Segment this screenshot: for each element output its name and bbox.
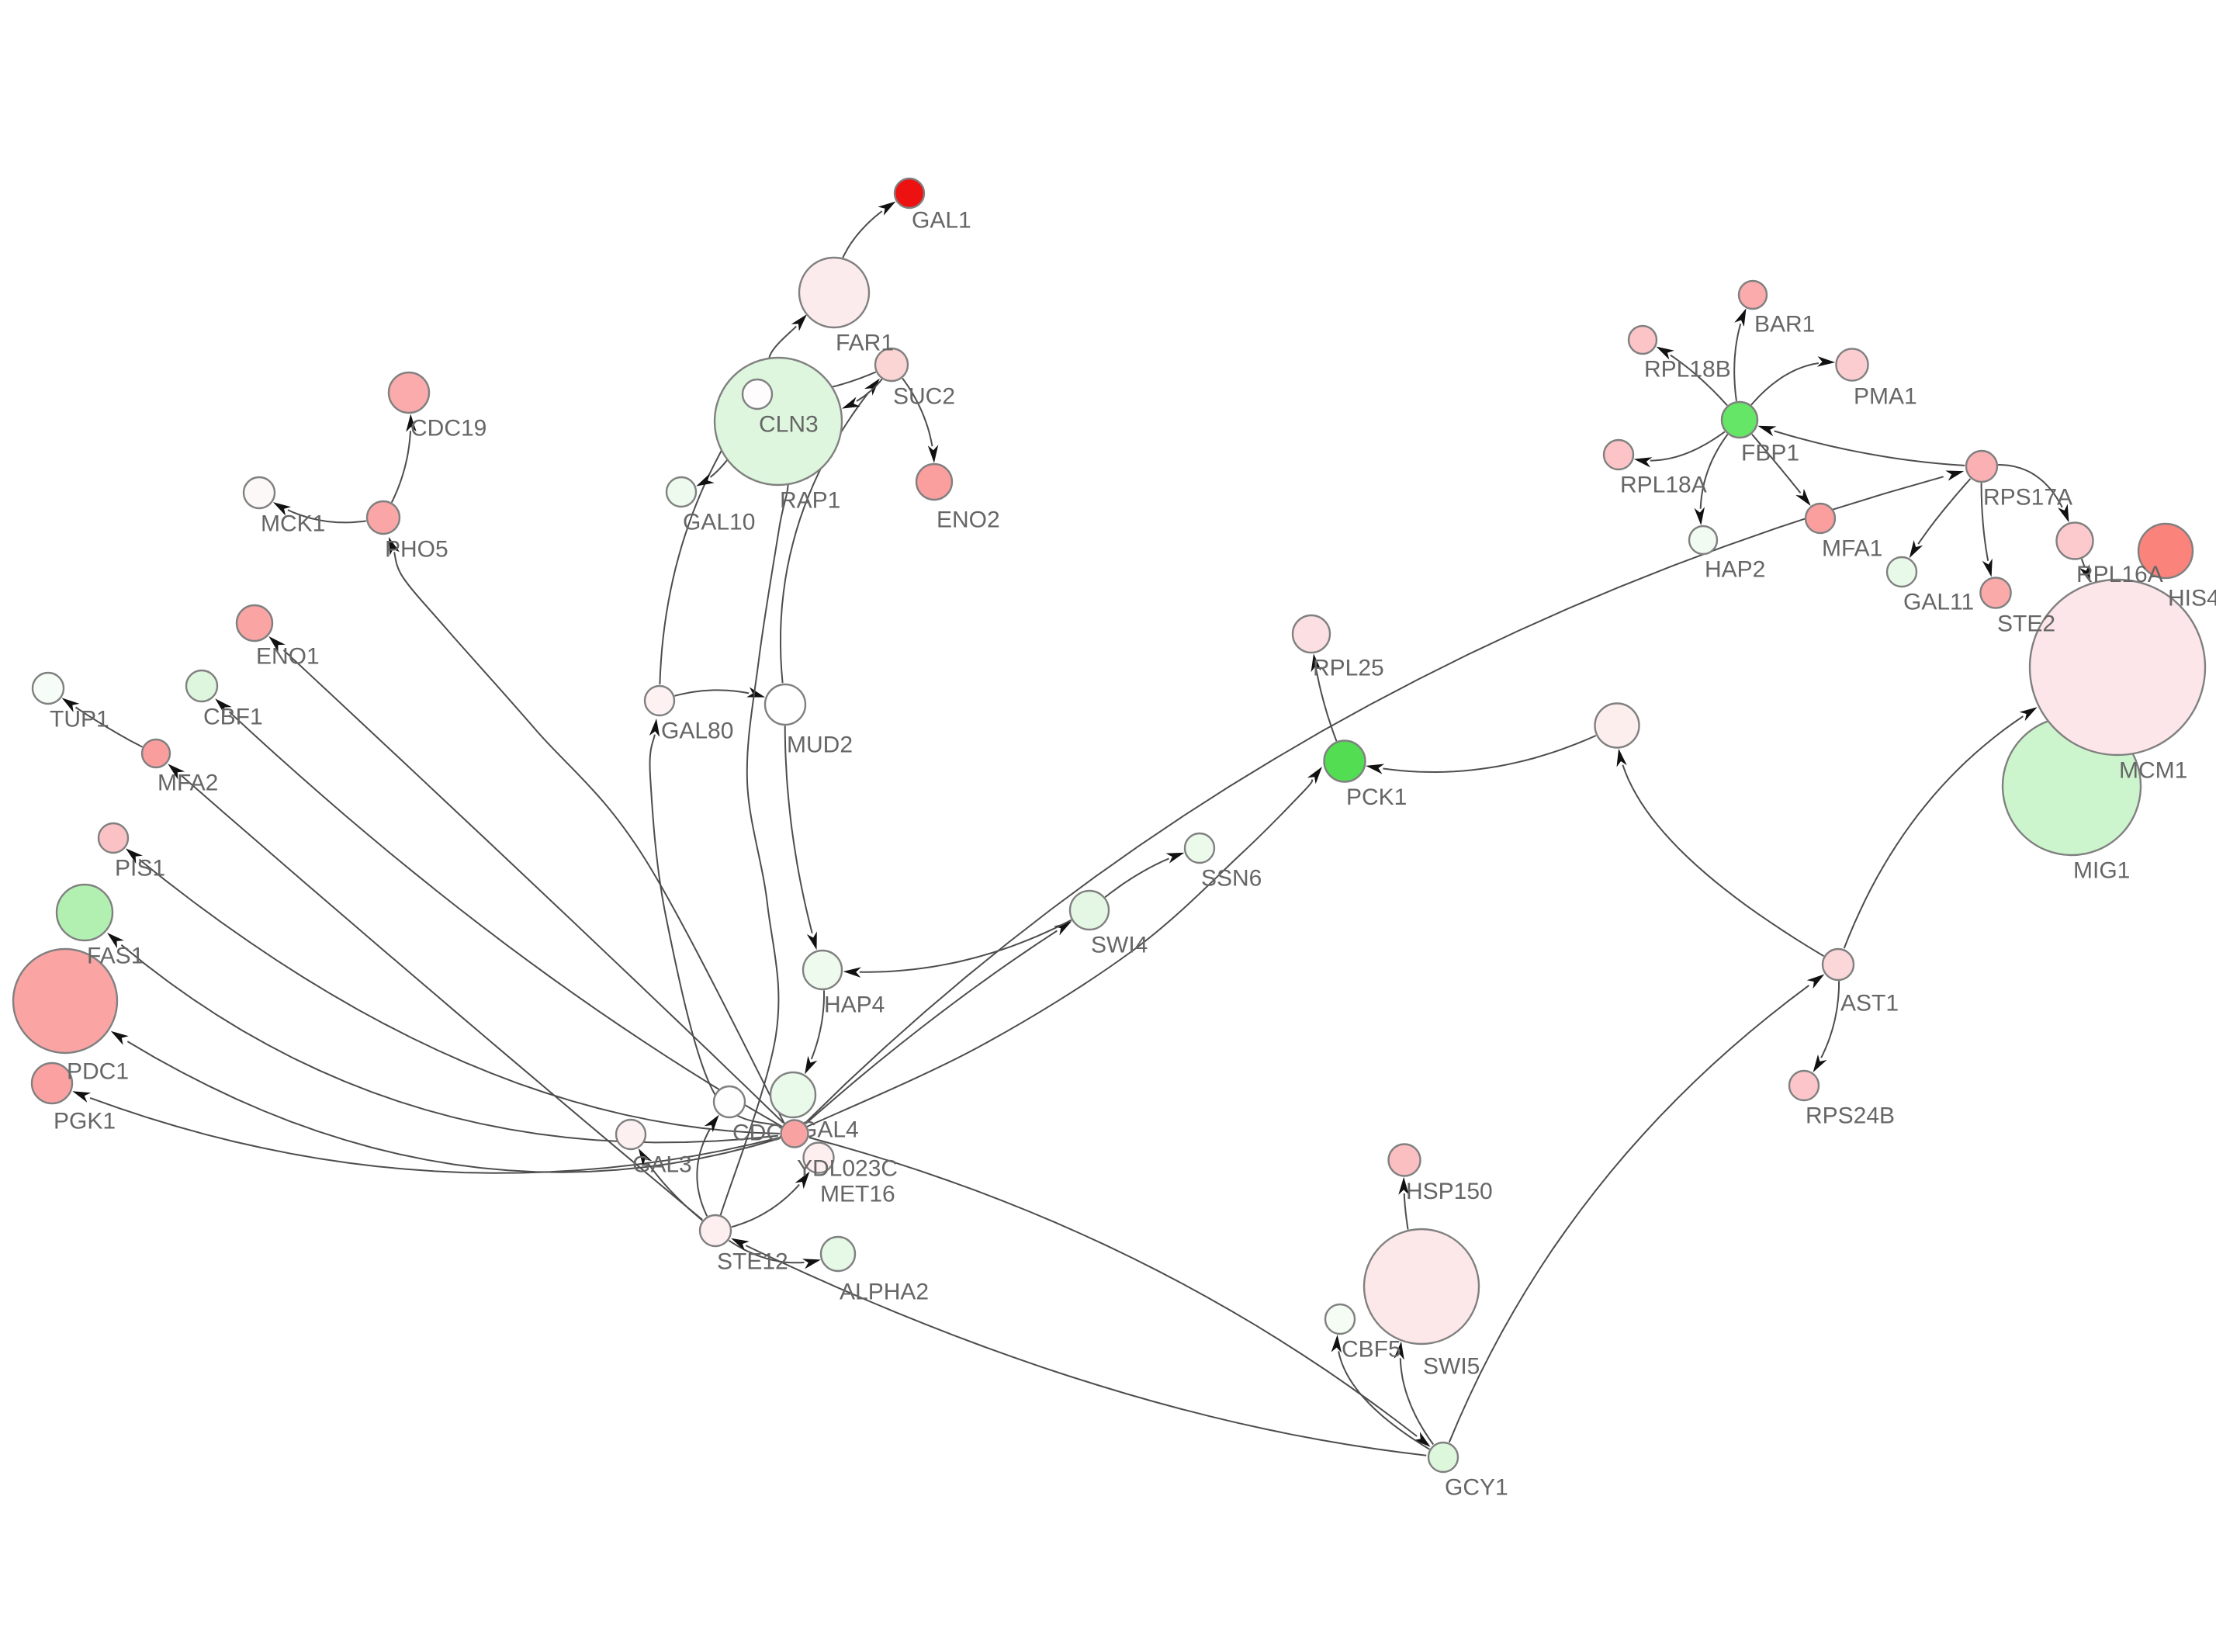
svg-text:MET16: MET16 [820, 1182, 895, 1207]
svg-text:PHO5: PHO5 [385, 537, 448, 563]
svg-text:SSN6: SSN6 [1201, 866, 1262, 892]
svg-text:HIS4: HIS4 [2168, 586, 2216, 611]
svg-text:RPL18B: RPL18B [1644, 357, 1731, 383]
svg-text:BAR1: BAR1 [1754, 312, 1815, 338]
svg-text:FAR1: FAR1 [836, 331, 894, 356]
svg-text:RAP1: RAP1 [780, 488, 840, 514]
svg-text:GAL4: GAL4 [799, 1117, 859, 1143]
svg-text:MUD2: MUD2 [787, 732, 853, 758]
svg-text:RPL25: RPL25 [1313, 656, 1384, 681]
svg-text:SWI5: SWI5 [1423, 1354, 1480, 1380]
svg-text:CBF1: CBF1 [203, 705, 263, 730]
svg-text:MFA1: MFA1 [1822, 536, 1882, 562]
svg-text:AST1: AST1 [1840, 991, 1899, 1016]
svg-text:HAP2: HAP2 [1705, 557, 1765, 583]
svg-text:RPS17A: RPS17A [1983, 485, 2072, 511]
svg-text:PGK1: PGK1 [54, 1109, 116, 1134]
svg-text:FAS1: FAS1 [87, 944, 144, 969]
svg-text:GAL3: GAL3 [632, 1152, 692, 1178]
svg-text:GAL10: GAL10 [683, 510, 755, 535]
svg-text:MIG1: MIG1 [2073, 858, 2130, 884]
svg-text:RPS24B: RPS24B [1806, 1103, 1895, 1129]
svg-text:ALPHA2: ALPHA2 [840, 1280, 929, 1305]
svg-text:RPL16A: RPL16A [2076, 562, 2163, 587]
svg-text:YDL023C: YDL023C [797, 1156, 898, 1182]
svg-text:CLN3: CLN3 [759, 412, 819, 438]
svg-text:MCK1: MCK1 [261, 511, 325, 537]
svg-text:ENO1: ENO1 [256, 644, 320, 670]
svg-text:PIS1: PIS1 [115, 856, 165, 881]
svg-text:MFA2: MFA2 [158, 771, 218, 796]
svg-text:GCY1: GCY1 [1445, 1475, 1508, 1501]
svg-text:PCK1: PCK1 [1346, 784, 1407, 810]
svg-text:HAP4: HAP4 [824, 992, 885, 1018]
svg-text:SWI4: SWI4 [1091, 933, 1148, 958]
svg-text:MCM1: MCM1 [2119, 758, 2187, 784]
svg-text:CBF5: CBF5 [1342, 1337, 1401, 1363]
svg-text:STE12: STE12 [717, 1249, 788, 1275]
svg-text:GAL80: GAL80 [661, 719, 733, 744]
svg-text:FBP1: FBP1 [1741, 441, 1799, 466]
svg-text:HSP150: HSP150 [1406, 1179, 1493, 1204]
svg-text:ENO2: ENO2 [937, 507, 1000, 533]
svg-text:PDC1: PDC1 [67, 1059, 129, 1085]
svg-text:TUP1: TUP1 [50, 707, 109, 732]
svg-text:GAL1: GAL1 [912, 208, 971, 234]
svg-text:STE2: STE2 [1997, 611, 2055, 636]
svg-text:GAL11: GAL11 [1903, 590, 1974, 615]
svg-text:PMA1: PMA1 [1854, 383, 1917, 409]
svg-text:SUC2: SUC2 [893, 384, 955, 410]
svg-text:RPL18A: RPL18A [1620, 473, 1707, 498]
svg-text:CDC19: CDC19 [410, 416, 486, 442]
